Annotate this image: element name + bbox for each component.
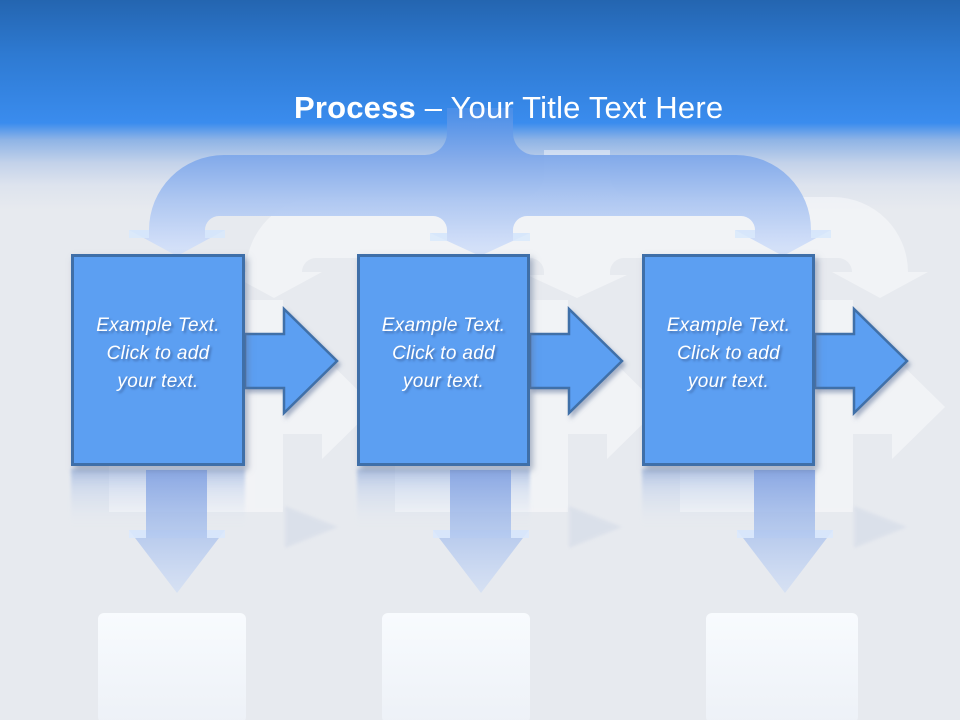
down-arrow-1 (129, 470, 225, 593)
step-3-text[interactable]: Example Text. Click to add your text. (667, 312, 791, 396)
step-text-line: Click to add (677, 343, 780, 364)
connector-arrowhead-bevels (129, 230, 831, 241)
step-text-line: your text. (687, 371, 770, 392)
down-arrow-2 (433, 470, 529, 593)
slide-title-keyword: Process (293, 90, 416, 125)
step-text-line: Example Text. (381, 315, 506, 336)
step-1-text[interactable]: Example Text. Click to add your text. (96, 312, 220, 396)
ghost-connector-arrow (226, 150, 928, 298)
step-text-line: Click to add (106, 343, 210, 364)
process-step-3[interactable]: Example Text. Click to add your text. (642, 254, 815, 466)
flow-arrow-3 (813, 306, 909, 416)
process-step-1[interactable]: Example Text. Click to add your text. (71, 254, 245, 466)
flow-arrow-2 (528, 306, 624, 416)
step-text-line: Click to add (392, 343, 495, 364)
flow-arrow-1 (243, 306, 339, 416)
down-arrow-3 (737, 470, 833, 593)
step-text-line: your text. (117, 371, 199, 392)
step-2-text[interactable]: Example Text. Click to add your text. (382, 312, 506, 396)
slide-title-rest: – Your Title Text Here (415, 90, 724, 125)
slide-title[interactable]: Process – Your Title Text Here (0, 54, 960, 162)
top-connector-arrow (129, 108, 831, 256)
step-text-line: your text. (402, 371, 485, 392)
process-step-2[interactable]: Example Text. Click to add your text. (357, 254, 530, 466)
step-text-line: Example Text. (666, 315, 791, 336)
flow-arrow-reflections (285, 506, 907, 548)
bottom-ghost-boxes (98, 613, 858, 720)
step-text-line: Example Text. (96, 315, 220, 336)
